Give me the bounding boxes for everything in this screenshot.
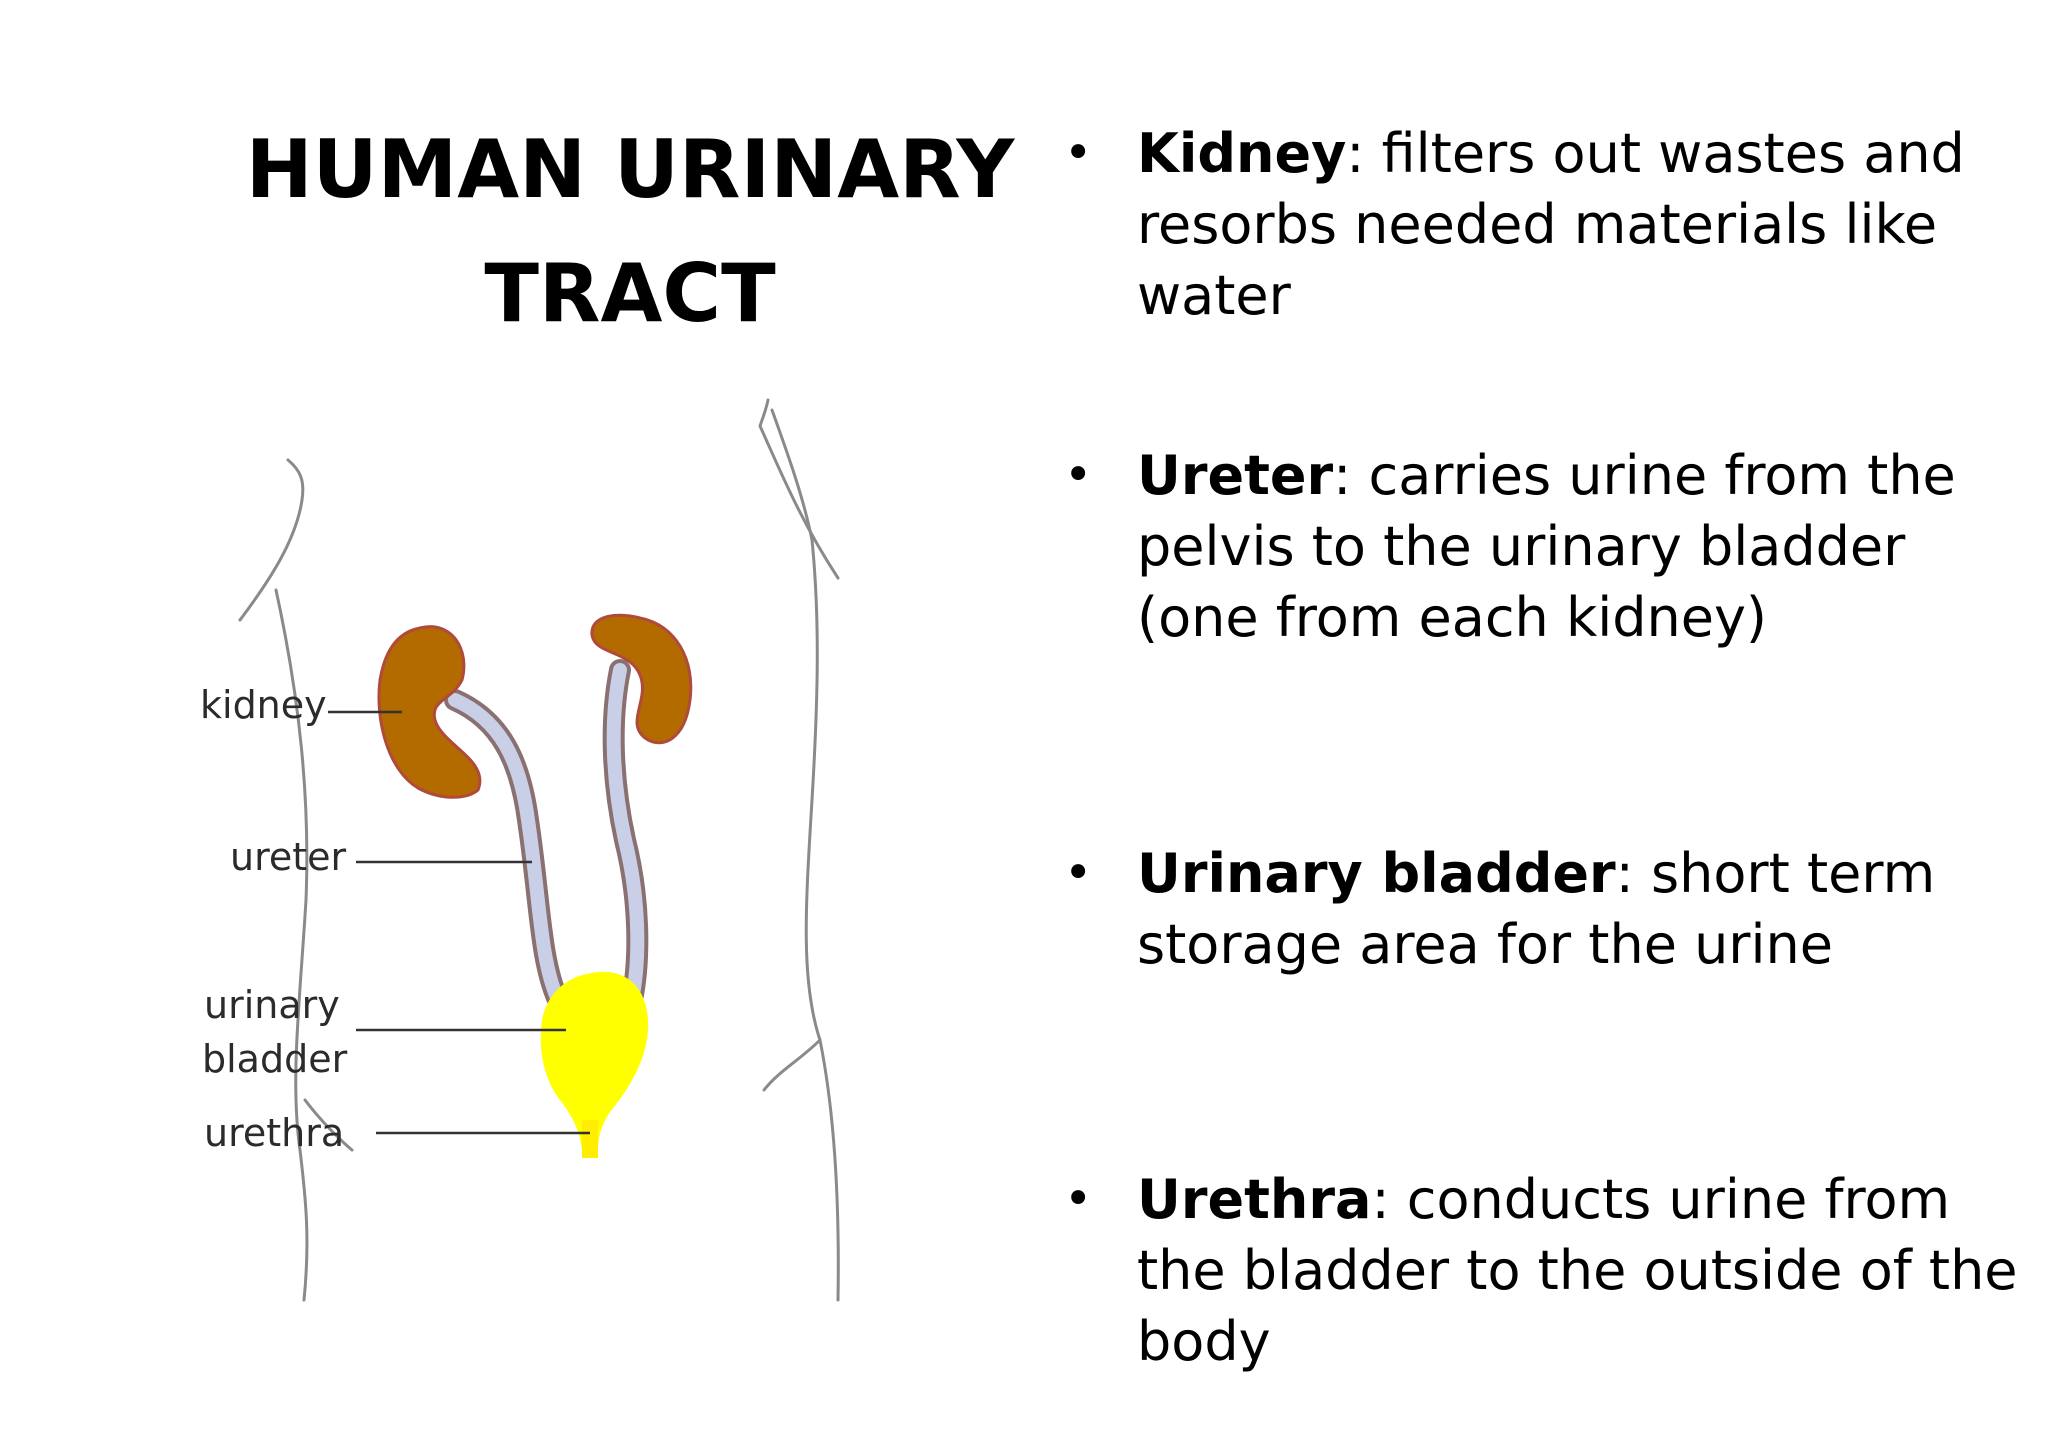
- slide-title: HUMAN URINARY TRACT: [200, 108, 1060, 356]
- bullet-text: : filters out wastes and resorbs needed …: [1137, 122, 1965, 327]
- label-kidney: kidney: [200, 683, 327, 727]
- body-right-shoulder-b: [770, 408, 814, 542]
- bullet-dot: •: [1064, 447, 1093, 503]
- body-left-shoulder: [238, 458, 305, 622]
- bullet-dot: •: [1064, 125, 1093, 181]
- body-right-side: [804, 538, 822, 1042]
- urethra: [582, 1120, 598, 1158]
- bullet-text: : conducts urine from the bladder to the…: [1137, 1168, 2018, 1373]
- ureters: [444, 659, 649, 1011]
- bullet-urethra: • Urethra: conducts urine from the bladd…: [1060, 1164, 2037, 1377]
- bullet-text: : carries urine from the pelvis to the u…: [1137, 444, 1956, 649]
- title-line-1: HUMAN URINARY: [245, 123, 1015, 216]
- bullet-dot: •: [1064, 1171, 1093, 1227]
- left-ureter-fill: [448, 693, 565, 1007]
- bullet-dot: •: [1064, 845, 1093, 901]
- body-outline: [238, 398, 840, 1302]
- label-urethra: urethra: [204, 1111, 344, 1155]
- urinary-bladder: [540, 971, 649, 1150]
- bullet-ureter: • Ureter: carries urine from the pelvis …: [1060, 440, 2037, 653]
- bullet-term: Kidney: [1137, 122, 1347, 185]
- bullet-term: Urethra: [1137, 1168, 1372, 1231]
- body-left-hip: [303, 1098, 354, 1152]
- right-ureter-fill: [606, 663, 645, 1007]
- bullet-urinary-bladder: • Urinary bladder: short term storage ar…: [1060, 838, 2037, 980]
- right-kidney: [590, 613, 693, 745]
- bullet-term: Urinary bladder: [1137, 842, 1616, 905]
- label-urinary-bladder-1: urinary: [204, 983, 340, 1027]
- left-kidney: [377, 625, 482, 799]
- title-line-2: TRACT: [484, 247, 776, 340]
- body-right-shoulder: [758, 398, 840, 580]
- bullet-kidney: • Kidney: filters out wastes and resorbs…: [1060, 118, 2037, 331]
- body-left-side: [274, 588, 309, 1302]
- leader-lines: [328, 710, 590, 1135]
- label-ureter: ureter: [230, 835, 347, 879]
- body-right-hip: [762, 1038, 840, 1302]
- label-urinary-bladder-2: bladder: [202, 1037, 348, 1081]
- bullet-term: Ureter: [1137, 444, 1334, 507]
- bullet-text: : short term storage area for the urine: [1137, 842, 1936, 976]
